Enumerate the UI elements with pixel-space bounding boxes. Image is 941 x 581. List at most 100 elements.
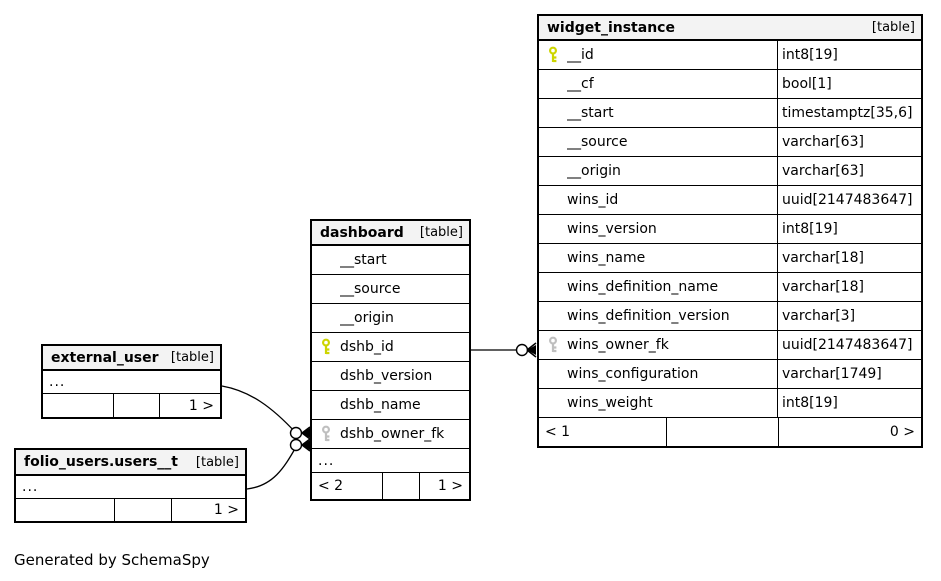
column-type: bool[1]	[777, 70, 921, 98]
entity-table-widget_instance: widget_instance [table] __id int8[19] __cf bo…	[537, 14, 923, 448]
table-badge: [table]	[195, 454, 239, 470]
table-name[interactable]: dashboard	[320, 224, 404, 241]
column-name: wins_name	[567, 250, 646, 266]
crowfoot-into-widget-instance	[526, 342, 537, 358]
relationship-footer: < 2 1 >	[312, 473, 469, 499]
fk-key-slot	[312, 425, 340, 443]
column-name: wins_id	[567, 192, 619, 208]
column-type: int8[19]	[777, 41, 921, 69]
column-row-wins_name: wins_name varchar[18]	[539, 244, 921, 273]
pk-key-slot	[312, 338, 340, 356]
relationship-footer: < 1 0 >	[539, 418, 921, 446]
footer-left-cardinality	[43, 394, 114, 417]
relationship-footer: 1 >	[16, 499, 245, 521]
column-type: varchar[1749]	[777, 360, 921, 388]
table-header: widget_instance [table]	[539, 16, 921, 41]
column-type: int8[19]	[777, 215, 921, 243]
footer-middle-cell	[114, 394, 160, 417]
zero-cardinality-circle	[289, 438, 303, 452]
table-badge: [table]	[871, 20, 915, 35]
footer-right-cardinality: 1 >	[437, 478, 463, 494]
table-name[interactable]: folio_users.users__t	[24, 454, 178, 470]
connector-external-user-to-dashboard	[221, 385, 297, 434]
column-row-wins_definition_version: wins_definition_version varchar[3]	[539, 302, 921, 331]
column-row-__origin: __origin	[312, 304, 469, 333]
column-row-__start: __start	[312, 246, 469, 275]
column-type: varchar[63]	[777, 157, 921, 185]
column-name: dshb_owner_fk	[340, 426, 445, 442]
footer-left-cardinality: < 2	[312, 473, 383, 499]
footer-left-cardinality	[16, 499, 115, 521]
footer-right-cardinality: 1 >	[213, 502, 239, 518]
pk-key-icon	[548, 46, 557, 63]
column-row-__id: __id int8[19]	[539, 41, 921, 70]
column-type: varchar[3]	[777, 302, 921, 330]
column-name: wins_owner_fk	[567, 337, 669, 353]
column-row-wins_configuration: wins_configuration varchar[1749]	[539, 360, 921, 389]
more-columns-row: ...	[16, 476, 245, 499]
generator-note: Generated by SchemaSpy	[14, 551, 210, 569]
column-row-__start: __start timestamptz[35,6]	[539, 99, 921, 128]
more-columns-row: ...	[312, 449, 469, 473]
pk-key-icon	[321, 338, 330, 355]
zero-cardinality-circle	[515, 343, 529, 357]
table-badge: [table]	[170, 350, 214, 365]
pk-key-slot	[539, 46, 567, 64]
column-type: int8[19]	[777, 389, 921, 417]
crowfoot-into-dashboard-top	[301, 426, 311, 440]
table-header: dashboard [table]	[312, 221, 469, 246]
column-name: __start	[340, 252, 387, 268]
column-name: wins_configuration	[567, 366, 699, 382]
column-type: uuid[2147483647]	[777, 186, 921, 214]
column-name: dshb_id	[340, 339, 394, 355]
column-name: wins_definition_version	[567, 308, 730, 324]
table-name[interactable]: widget_instance	[547, 19, 675, 36]
column-row-dshb_owner_fk: dshb_owner_fk	[312, 420, 469, 449]
column-name: wins_version	[567, 221, 657, 237]
fk-key-icon	[548, 336, 557, 353]
entity-table-folio_users_users__t: folio_users.users__t [table]... 1 >	[14, 448, 247, 523]
fk-key-icon	[321, 425, 330, 442]
column-name: dshb_name	[340, 397, 421, 413]
more-columns-row: ...	[43, 371, 220, 394]
table-header: external_user [table]	[43, 346, 220, 371]
footer-right-cardinality: 1 >	[188, 397, 214, 414]
column-type: varchar[63]	[777, 128, 921, 156]
footer-middle-cell	[383, 473, 420, 499]
crowfoot-into-dashboard-bottom	[301, 438, 311, 452]
column-row-dshb_version: dshb_version	[312, 362, 469, 391]
column-name: __origin	[567, 163, 621, 179]
column-row-wins_version: wins_version int8[19]	[539, 215, 921, 244]
relationship-footer: 1 >	[43, 394, 220, 417]
footer-middle-cell	[667, 418, 779, 446]
column-type: varchar[18]	[777, 244, 921, 272]
column-type: varchar[18]	[777, 273, 921, 301]
column-row-dshb_name: dshb_name	[312, 391, 469, 420]
table-name[interactable]: external_user	[51, 349, 159, 366]
column-name: dshb_version	[340, 368, 433, 384]
footer-left-cardinality: < 1	[539, 418, 667, 446]
column-row-__source: __source	[312, 275, 469, 304]
table-badge: [table]	[419, 225, 463, 240]
table-header: folio_users.users__t [table]	[16, 450, 245, 476]
column-row-wins_weight: wins_weight int8[19]	[539, 389, 921, 418]
column-type: timestamptz[35,6]	[777, 99, 921, 127]
column-name: __cf	[567, 76, 594, 92]
column-name: __id	[567, 47, 594, 63]
footer-right-cardinality: 0 >	[889, 424, 915, 440]
column-name: __start	[567, 105, 614, 121]
column-row-wins_id: wins_id uuid[2147483647]	[539, 186, 921, 215]
fk-key-slot	[539, 336, 567, 354]
entity-table-external_user: external_user [table]... 1 >	[41, 344, 222, 419]
column-name: wins_weight	[567, 395, 653, 411]
column-row-__origin: __origin varchar[63]	[539, 157, 921, 186]
column-row-dshb_id: dshb_id	[312, 333, 469, 362]
connector-folio-users-to-dashboard	[246, 446, 297, 490]
column-name: __origin	[340, 310, 394, 326]
footer-middle-cell	[115, 499, 172, 521]
